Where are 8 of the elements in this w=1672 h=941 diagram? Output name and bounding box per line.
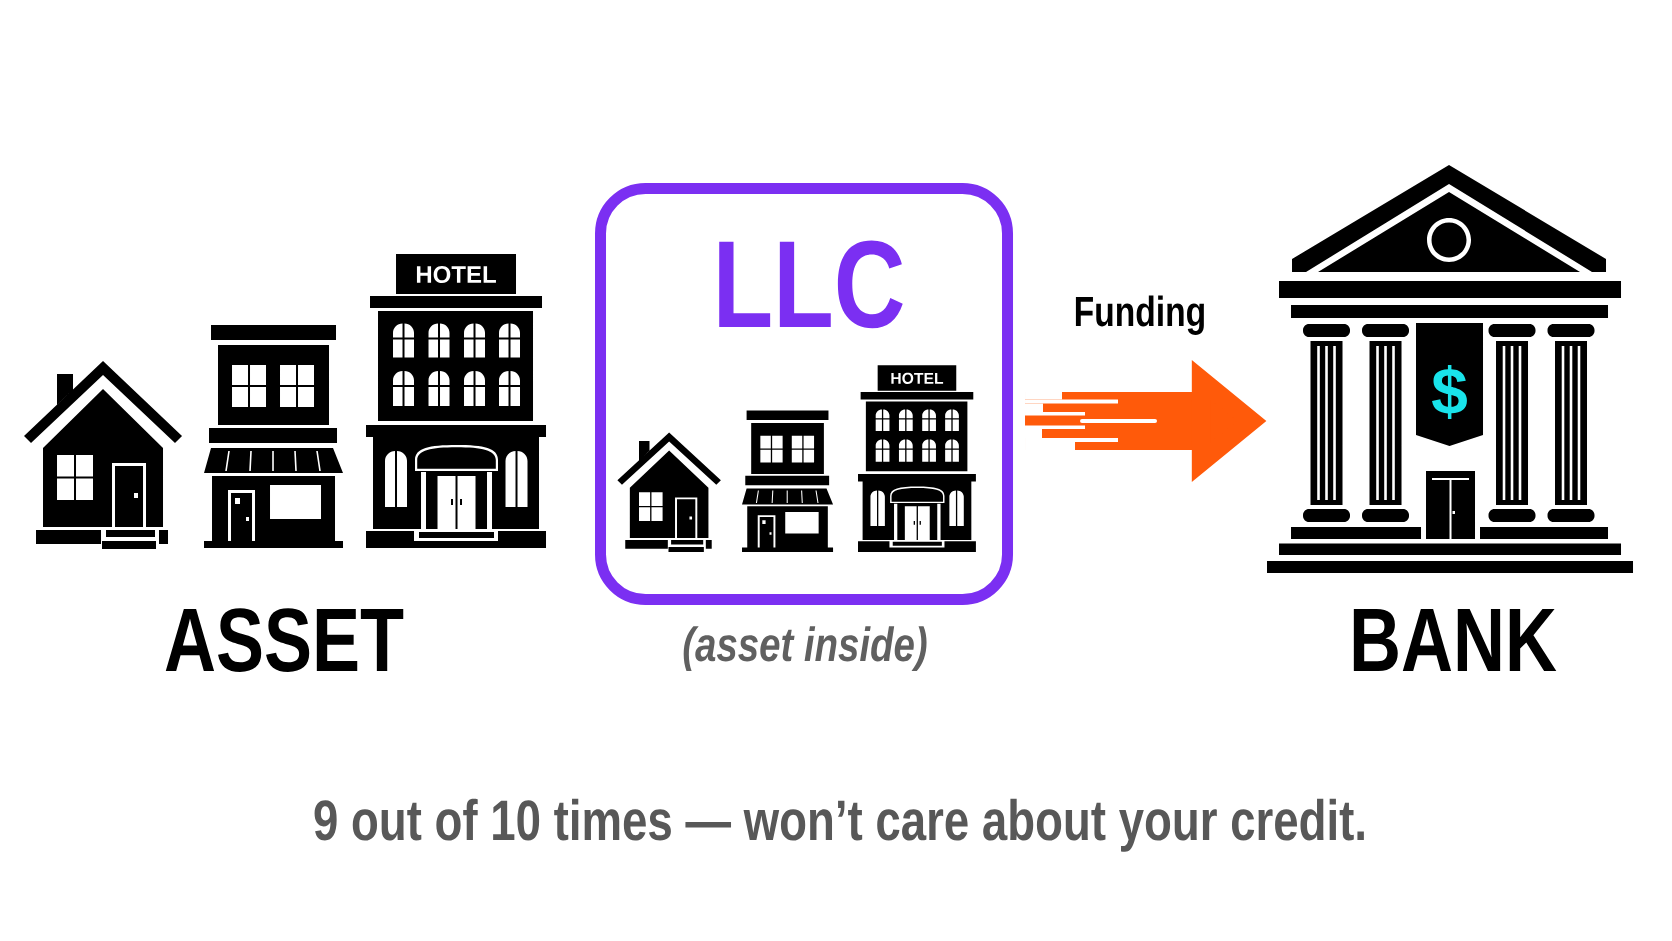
sign-label: HOTEL xyxy=(891,372,944,384)
heading: BANK xyxy=(1353,609,1557,671)
sign-label: HOTEL xyxy=(416,266,496,283)
caption: 9 out of 10 times — won’t care about your credit. xyxy=(314,798,1364,852)
edge-label: Funding xyxy=(1075,295,1204,335)
subtitle: (asset inside) xyxy=(683,626,927,671)
heading: ASSET xyxy=(165,608,404,672)
dollar-sign: $ xyxy=(1432,365,1467,419)
